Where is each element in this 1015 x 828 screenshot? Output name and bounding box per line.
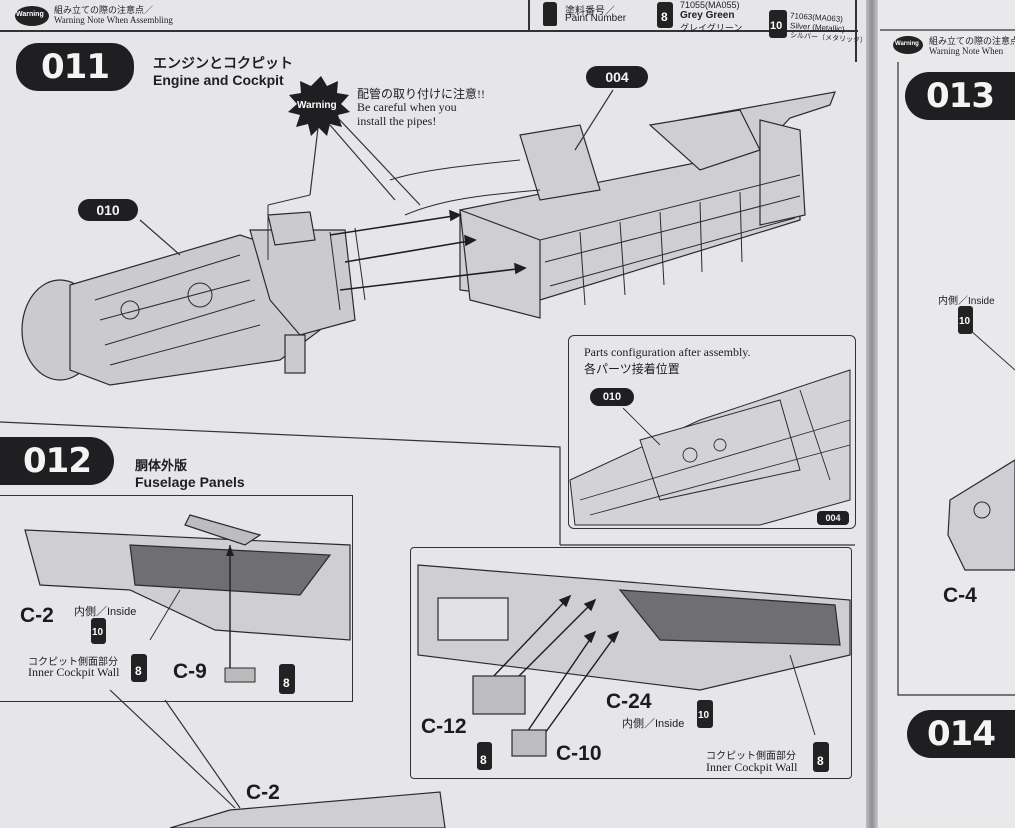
warning-note-jp: 配管の取り付けに注意!!	[357, 87, 485, 101]
paint-8-name-jp: グレイグリーン	[680, 23, 743, 33]
left-wall-jp: コクピット側面部分	[28, 657, 118, 668]
left-inside-paint-icon	[91, 618, 106, 644]
right-inside-013-paint-icon	[958, 306, 973, 334]
step-012-badge: 012	[0, 437, 114, 485]
left-wall-en: Inner Cockpit Wall	[28, 665, 120, 679]
right-inside-label-013: 内側／Inside	[938, 296, 995, 307]
header-box-divider	[528, 0, 530, 32]
right-wall-jp: コクピット側面部分	[706, 751, 796, 762]
warning-note-en-1: Be careful when you	[357, 100, 457, 114]
paint-8-code: 71055(MA055)	[680, 0, 740, 10]
fuselage-left-panel	[0, 495, 353, 702]
right-inside-paint-num: 10	[698, 710, 710, 721]
paint-8-bottle-icon	[657, 2, 673, 28]
callout-010: 010	[78, 199, 138, 221]
paint-bottle-icon	[543, 2, 557, 26]
part-c4-label: C-4	[943, 584, 977, 607]
paint-number-en: Paint Number	[565, 13, 627, 24]
warning-note-en-2: install the pipes!	[357, 114, 437, 128]
left-wall-paint-icon	[131, 654, 147, 682]
assembly-inset-panel	[568, 335, 856, 529]
right-note-en: Warning Note When	[929, 46, 1004, 56]
fuselage-right-panel	[410, 547, 852, 779]
step-012-title-jp: 胴体外版	[135, 458, 188, 473]
header-box-right	[855, 0, 857, 62]
left-inside-label: 内側／Inside	[74, 606, 137, 618]
c12-paint-icon	[477, 742, 492, 770]
right-manual-page	[876, 0, 1015, 828]
warning-starburst-label: Warning	[297, 100, 337, 111]
part-c10-label: C-10	[556, 742, 602, 765]
right-wall-paint-num: 8	[817, 754, 824, 768]
right-inside-paint-icon	[697, 700, 713, 728]
paint-number-jp: 塗料番号／	[565, 6, 615, 17]
c9-paint-num: 8	[283, 676, 290, 690]
step-011-title-jp: エンジンとコクピット	[153, 55, 293, 71]
right-wall-en: Inner Cockpit Wall	[706, 760, 798, 774]
inset-title-en: Parts configuration after assembly.	[584, 345, 751, 359]
step-011-badge: 011	[16, 43, 134, 91]
header-note-jp: 組み立ての際の注意点／	[54, 5, 154, 15]
page-gutter	[866, 0, 878, 828]
step-014-badge: 014	[907, 710, 1015, 758]
step-012-title-en: Fuselage Panels	[135, 474, 245, 490]
right-wall-paint-icon	[813, 742, 829, 772]
right-note-jp: 組み立ての際の注意点／	[929, 36, 1015, 46]
part-c12-label: C-12	[421, 715, 467, 738]
paint-8-name: Grey Green	[680, 10, 735, 21]
inset-callout-004: 004	[817, 511, 849, 525]
right-inside-013-paint-num: 10	[959, 316, 971, 327]
part-c24-label: C-24	[606, 690, 652, 713]
paint-8-number: 8	[661, 10, 668, 24]
left-wall-paint-num: 8	[135, 664, 142, 678]
warning-starburst-icon	[288, 76, 350, 136]
right-warning-badge-icon	[893, 36, 923, 54]
c9-paint-icon	[279, 664, 295, 694]
inset-callout-010: 010	[590, 388, 634, 406]
inset-title-jp: 各パーツ接着位置	[584, 362, 680, 376]
paint-10-bottle-icon	[769, 10, 787, 38]
part-c9-label: C-9	[173, 660, 207, 683]
header-note-en: Warning Note When Assembling	[54, 15, 173, 25]
left-inside-paint-num: 10	[92, 627, 104, 638]
c12-paint-num: 8	[480, 753, 487, 767]
paint-10-number: 10	[770, 20, 783, 32]
step-013-badge: 013	[905, 72, 1015, 120]
bottom-part-c2-label: C-2	[246, 781, 280, 804]
right-inside-label: 内側／Inside	[622, 718, 685, 730]
right-warning-badge-label: Warning	[895, 41, 919, 47]
step-011-title-en: Engine and Cockpit	[153, 72, 284, 88]
warning-badge-icon	[15, 6, 49, 26]
warning-badge-label: Warning	[16, 11, 44, 18]
header-divider	[0, 30, 858, 32]
callout-004: 004	[586, 66, 648, 88]
part-c2-label: C-2	[20, 604, 54, 627]
